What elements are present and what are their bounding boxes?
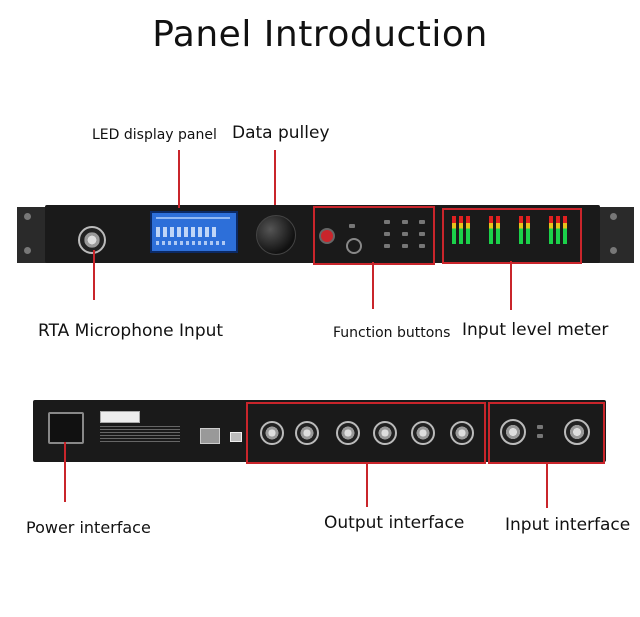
level-meter-bar bbox=[459, 216, 463, 244]
level-meter-bar bbox=[452, 216, 456, 244]
lcd-row bbox=[156, 217, 230, 219]
led-display-screen bbox=[150, 211, 238, 253]
function-buttons-highlight bbox=[313, 206, 435, 265]
output-interface-label: Output interface bbox=[324, 513, 465, 533]
level-meter-bar bbox=[489, 216, 493, 244]
warning-text bbox=[100, 426, 180, 444]
callout-line bbox=[366, 462, 368, 507]
power-button[interactable] bbox=[319, 228, 335, 244]
level-meter-bar bbox=[496, 216, 500, 244]
function-button[interactable] bbox=[402, 220, 408, 224]
callout-line bbox=[372, 262, 374, 309]
callout-line bbox=[510, 261, 512, 310]
input-switch[interactable] bbox=[537, 425, 543, 429]
callout-line bbox=[178, 150, 180, 208]
callout-line bbox=[93, 250, 95, 300]
function-button[interactable] bbox=[384, 232, 390, 236]
input-interface-label: Input interface bbox=[505, 515, 631, 535]
rack-ear-left bbox=[17, 207, 47, 263]
output-xlr-jack[interactable] bbox=[260, 421, 284, 445]
led-display-panel-label: LED display panel bbox=[92, 127, 217, 143]
rta-mic-jack[interactable] bbox=[78, 226, 106, 254]
function-button[interactable] bbox=[419, 220, 425, 224]
level-meter-bar bbox=[526, 216, 530, 244]
ethernet-port[interactable] bbox=[200, 428, 220, 444]
power-interface-label: Power interface bbox=[26, 518, 151, 537]
function-button[interactable] bbox=[402, 232, 408, 236]
input-xlr-jack[interactable] bbox=[500, 419, 526, 445]
lcd-row bbox=[156, 241, 226, 245]
data-pulley-knob[interactable] bbox=[256, 215, 296, 255]
bypass-button[interactable] bbox=[346, 238, 362, 254]
lcd-row bbox=[156, 227, 216, 237]
rack-hole bbox=[610, 247, 617, 254]
usb-port[interactable] bbox=[230, 432, 242, 442]
function-button[interactable] bbox=[384, 244, 390, 248]
output-xlr-jack[interactable] bbox=[373, 421, 397, 445]
input-level-meter-highlight bbox=[442, 208, 582, 264]
function-button[interactable] bbox=[419, 232, 425, 236]
function-button[interactable] bbox=[402, 244, 408, 248]
input-level-meter-label: Input level meter bbox=[462, 320, 609, 340]
level-meter-bar bbox=[466, 216, 470, 244]
callout-line bbox=[274, 150, 276, 205]
level-meter-bar bbox=[549, 216, 553, 244]
output-xlr-jack[interactable] bbox=[450, 421, 474, 445]
rta-mic-input-label: RTA Microphone Input bbox=[38, 321, 224, 341]
power-socket[interactable] bbox=[48, 412, 84, 444]
output-xlr-jack[interactable] bbox=[336, 421, 360, 445]
input-xlr-jack[interactable] bbox=[564, 419, 590, 445]
level-meter-bar bbox=[563, 216, 567, 244]
function-button[interactable] bbox=[384, 220, 390, 224]
function-buttons-label: Function buttons bbox=[333, 325, 451, 341]
function-button[interactable] bbox=[349, 224, 355, 228]
function-button[interactable] bbox=[419, 244, 425, 248]
callout-line bbox=[546, 462, 548, 508]
caution-label bbox=[100, 411, 140, 423]
callout-line bbox=[64, 442, 66, 502]
page-title: Panel Introduction bbox=[152, 14, 488, 55]
rack-hole bbox=[24, 213, 31, 220]
rack-hole bbox=[610, 213, 617, 220]
level-meter-bar bbox=[556, 216, 560, 244]
input-switch[interactable] bbox=[537, 434, 543, 438]
data-pulley-label: Data pulley bbox=[232, 123, 330, 143]
output-xlr-jack[interactable] bbox=[295, 421, 319, 445]
level-meter-bar bbox=[519, 216, 523, 244]
rack-hole bbox=[24, 247, 31, 254]
output-xlr-jack[interactable] bbox=[411, 421, 435, 445]
